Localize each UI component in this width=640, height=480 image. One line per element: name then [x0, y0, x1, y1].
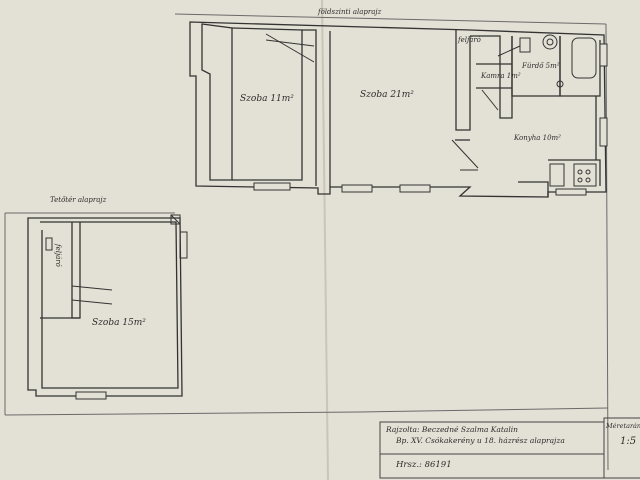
room-label-21: Szoba 21m² [360, 90, 414, 100]
room-label-11: Szoba 11m² [240, 94, 294, 104]
kitchen-label: Konyha 10m² [514, 134, 561, 142]
bathroom-label: Fürdő 5m² [522, 62, 560, 70]
ground-floor-plan [189, 21, 607, 198]
stairs-label: feljáró [458, 36, 481, 44]
pantry-label: Kamra 1m² [481, 72, 521, 80]
ground-floor-title: földszinti alaprajz [318, 8, 382, 16]
lot-number: Hrsz.: 86191 [396, 460, 452, 470]
drawn-by: Rajzolta: Beczedné Szalma Katalin [386, 425, 518, 434]
scale-header: Méretarány [606, 422, 640, 430]
attic-title: Tetőtér alaprajz [50, 196, 107, 204]
room-label-15: Szoba 15m² [92, 318, 146, 328]
drawing-subject: Bp. XV. Csókakerény u 18. házrész alapra… [396, 436, 565, 445]
attic-stairs-label: feljáró [54, 244, 62, 267]
scale-value: 1:5 [620, 436, 637, 447]
title-block [379, 417, 640, 479]
